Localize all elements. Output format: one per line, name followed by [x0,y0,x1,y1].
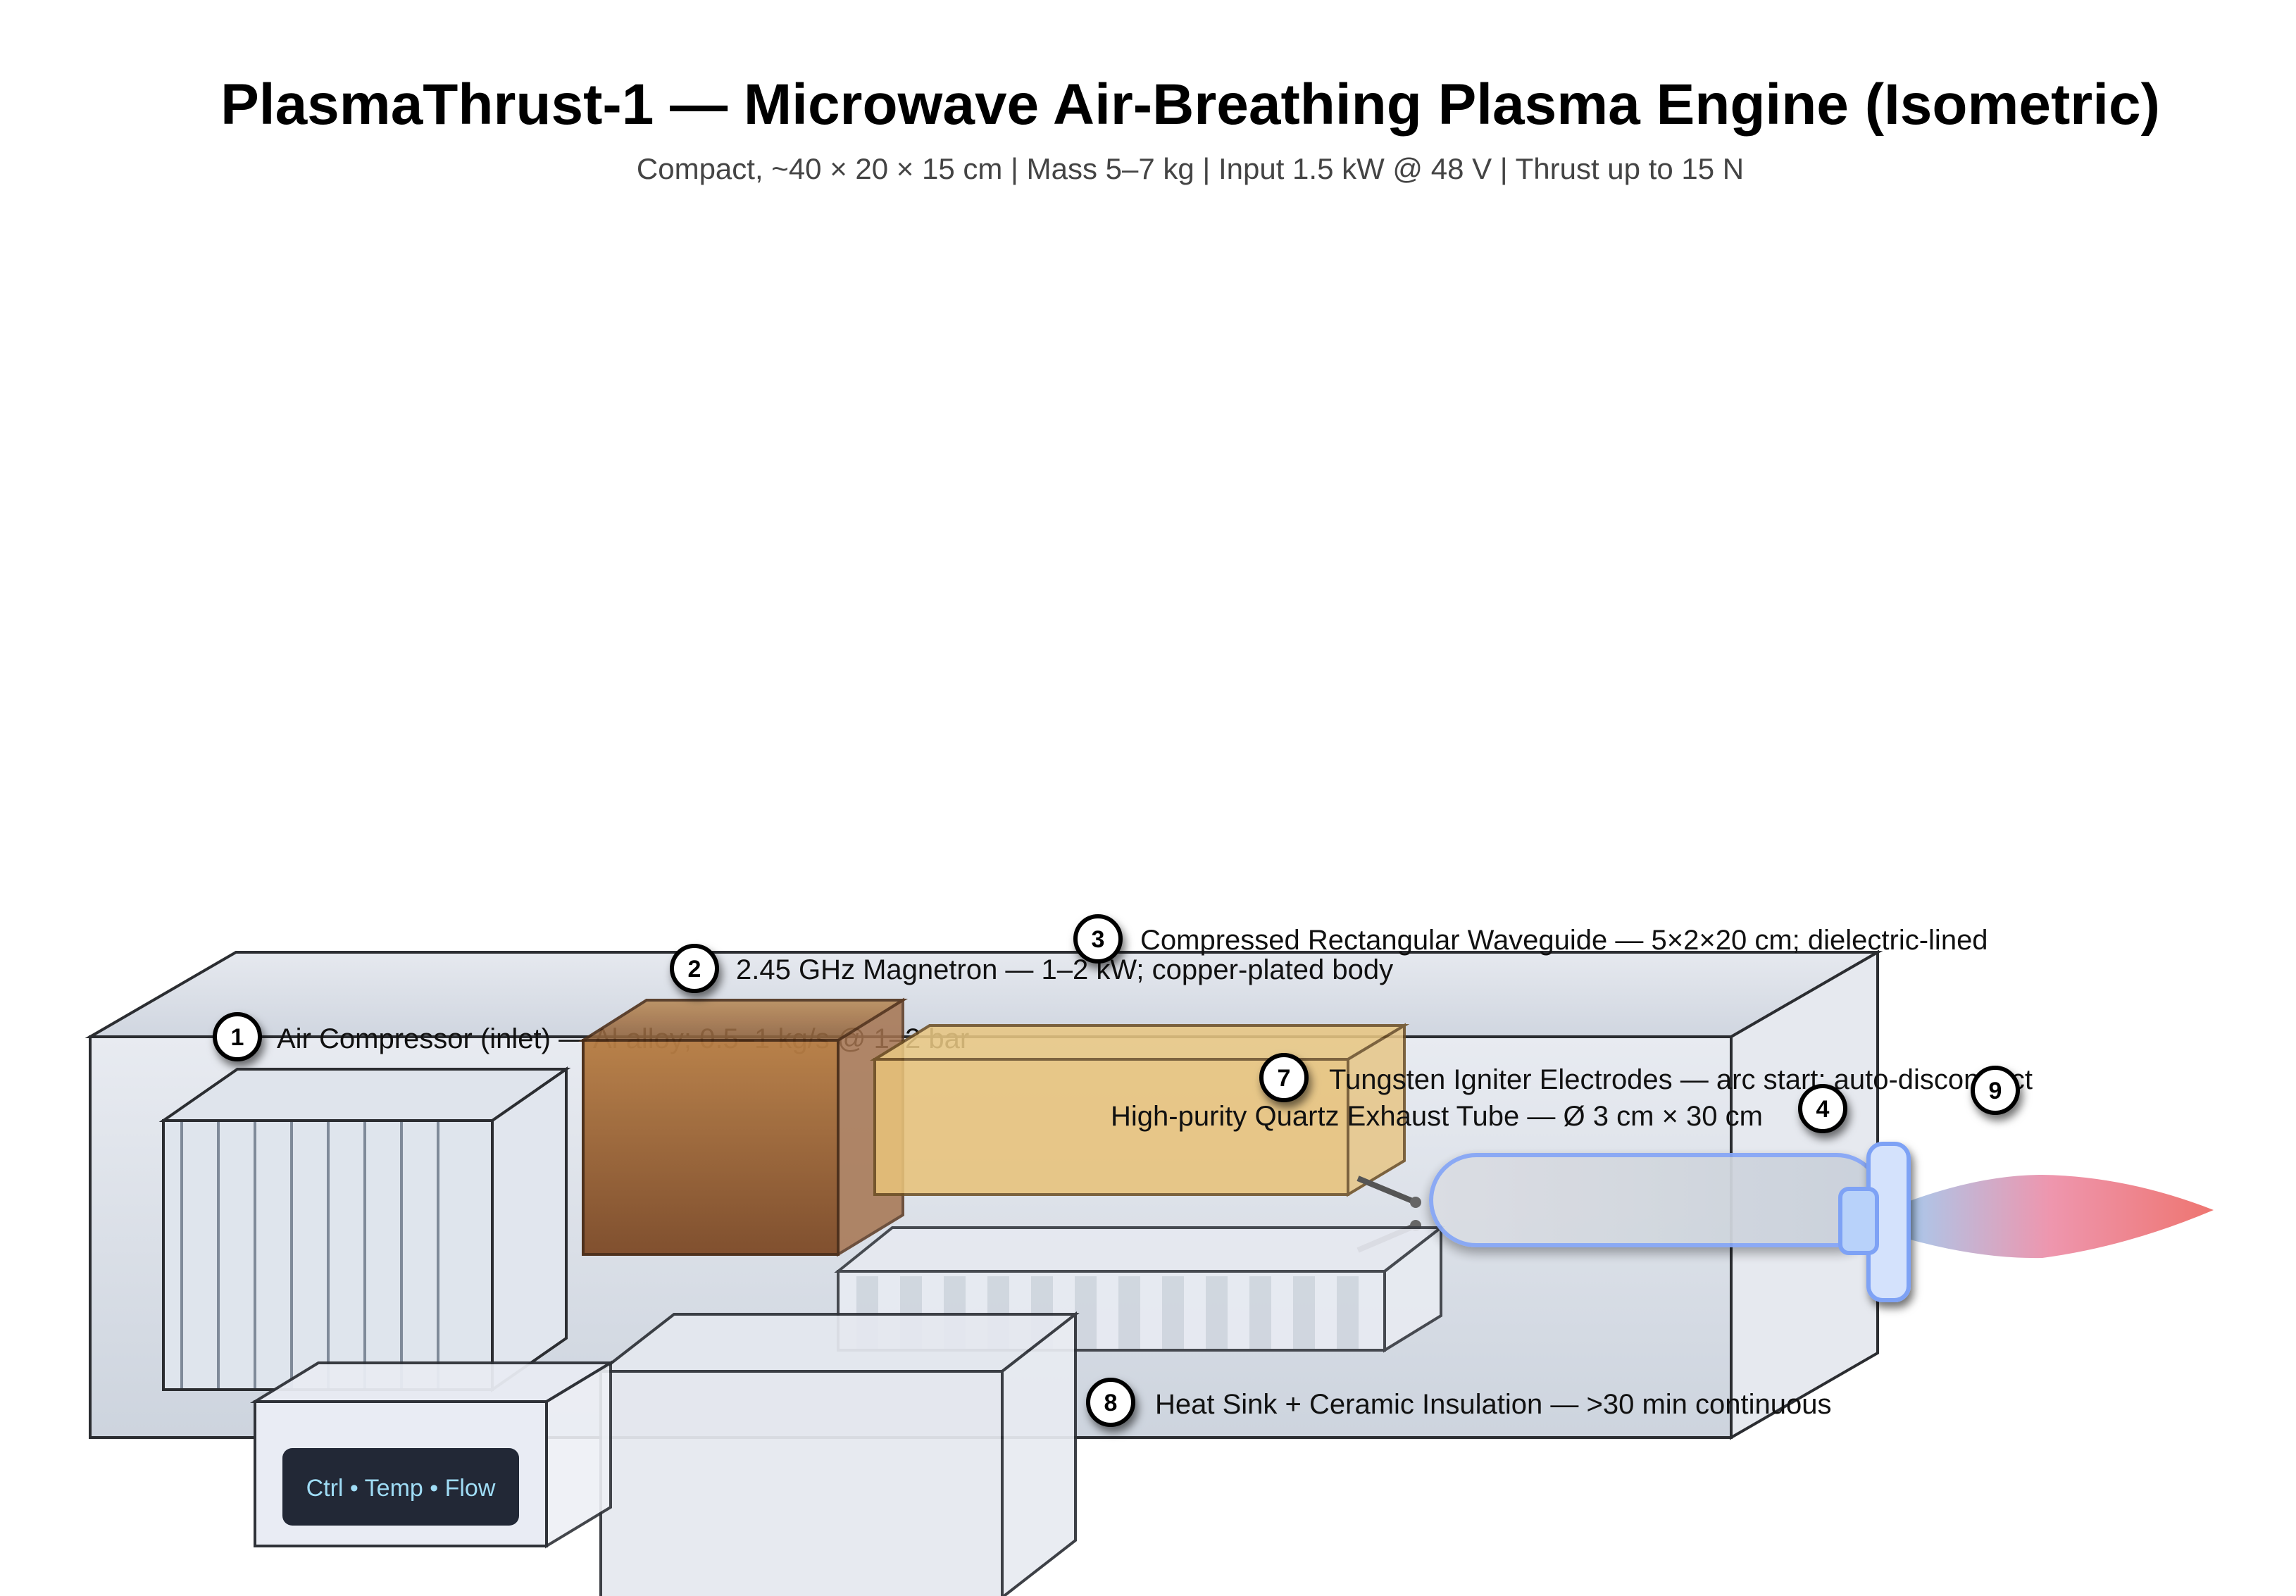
heat-sink-fin [1118,1276,1140,1349]
electrode-upper [1356,1176,1417,1205]
callout-waveguide: 3 Compressed Rectangular Waveguide — 5×2… [1073,914,1988,964]
control-unit: Ctrl • Temp • Flow [249,1360,616,1549]
magnetron-label: 2.45 GHz Magnetron — 1–2 kW; copper-plat… [736,954,1393,985]
badge-7 [1259,1053,1309,1102]
quartz-exhaust-tube [1429,1153,1884,1247]
heat-sink [834,1224,1445,1353]
compressor-side [491,1066,568,1392]
magnetron [578,997,909,1257]
badge-2-number: 2 [688,956,701,983]
badge-3-number: 3 [1092,926,1105,953]
waveguide-top [869,1024,1410,1061]
callout-magnetron: 2 2.45 GHz Magnetron — 1–2 kW; copper-pl… [670,944,1393,993]
igniter-label: Tungsten Igniter Electrodes — arc start;… [1329,1064,2033,1095]
control-screen-text: Ctrl • Temp • Flow [306,1475,496,1502]
nozzle [1838,1142,1911,1302]
page-subtitle: Compact, ~40 × 20 × 15 cm | Mass 5–7 kg … [637,152,1744,185]
page-title: PlasmaThrust-1 — Microwave Air-Breathing… [220,73,2160,137]
magnetron-front [582,1039,840,1256]
badge-2 [670,944,719,993]
badge-4-number: 4 [1816,1096,1830,1123]
callout-quartz-tube: High-purity Quartz Exhaust Tube — Ø 3 cm… [1111,1084,1847,1133]
quartz-tube-body [1429,1153,1884,1247]
callout-igniter: 7 Tungsten Igniter Electrodes — arc star… [1259,1053,2033,1102]
exhaust-plume [1886,1175,2214,1259]
psu-front [599,1370,1004,1596]
heat-sink-top [834,1226,1445,1273]
badge-3 [1073,914,1123,964]
heat-sink-fin [1206,1276,1228,1349]
heat-sink-label: Heat Sink + Ceramic Insulation — >30 min… [1155,1389,1832,1420]
badge-1 [213,1012,262,1061]
badge-1-number: 1 [231,1024,244,1051]
control-screen [282,1448,519,1526]
heat-sink-fin [1075,1276,1097,1349]
badge-9-number: 9 [1989,1078,2002,1104]
waveguide-label: Compressed Rectangular Waveguide — 5×2×2… [1140,925,1988,956]
air-compressor [158,1066,571,1392]
badge-7-number: 7 [1278,1065,1291,1092]
heat-sink-fin [1162,1276,1184,1349]
heat-sink-fin [1293,1276,1315,1349]
psu-top [597,1313,1080,1373]
electrode-upper-tip [1410,1197,1421,1208]
callout-heat-sink: 8 Heat Sink + Ceramic Insulation — >30 m… [1086,1378,1832,1427]
quartz-tube-label: High-purity Quartz Exhaust Tube — Ø 3 cm… [1111,1101,1763,1132]
badge-8-number: 8 [1104,1390,1118,1416]
badge-8 [1086,1378,1135,1427]
nozzle-throat [1838,1187,1879,1255]
heat-sink-fin [1337,1276,1359,1349]
power-supply-box [597,1311,1080,1596]
compressor-fins [180,1122,439,1388]
badge-4 [1798,1084,1847,1133]
callout-plume: 9 [1971,1066,2020,1115]
badge-9 [1971,1066,2020,1115]
heat-sink-fin [1249,1276,1271,1349]
